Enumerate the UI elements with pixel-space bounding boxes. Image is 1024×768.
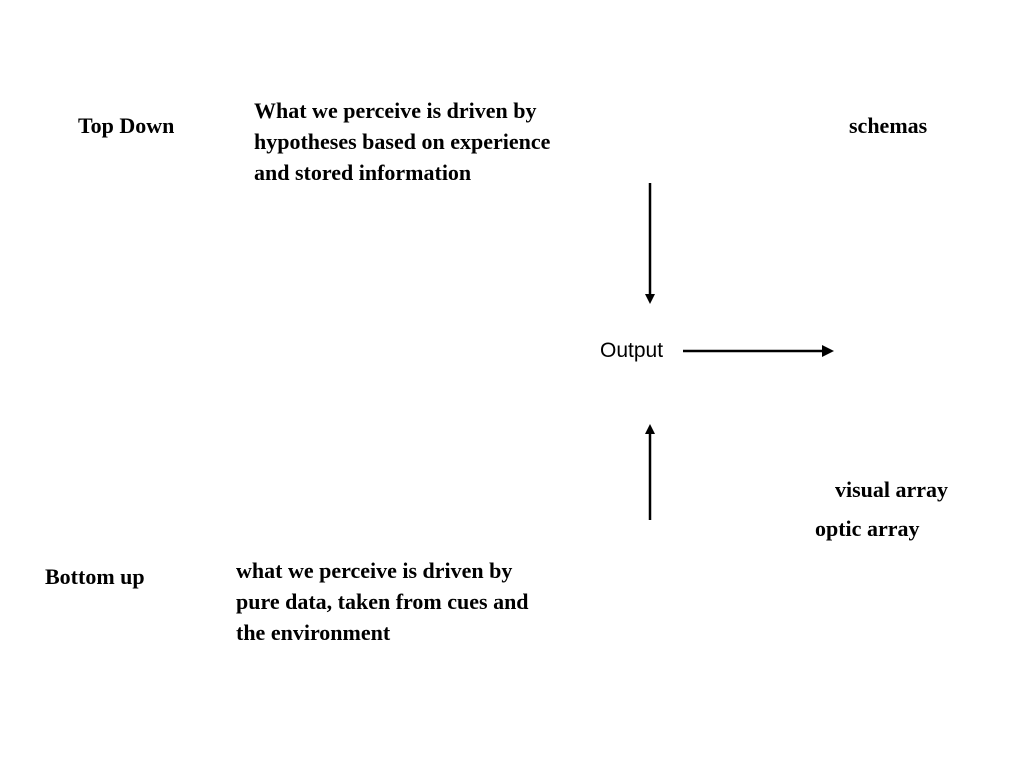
down-arrow	[645, 183, 655, 304]
schemas-label: schemas	[849, 113, 928, 138]
visual-array-label: visual array	[835, 477, 949, 502]
top-down-description-line: hypotheses based on experience	[254, 129, 551, 154]
right-arrow	[683, 345, 834, 357]
top-down-description-line: What we perceive is driven by	[254, 98, 537, 123]
bottom-up-description-line: pure data, taken from cues and	[236, 589, 529, 614]
top-down-description: What we perceive is driven by hypotheses…	[254, 95, 550, 188]
bottom-up-description: what we perceive is driven by pure data,…	[236, 555, 529, 648]
top-down-description-line: and stored information	[254, 160, 472, 185]
output-label: Output	[600, 339, 664, 362]
up-arrow	[645, 424, 655, 520]
bottom-up-description-line: the environment	[236, 620, 391, 645]
bottom-up-label: Bottom up	[45, 564, 145, 589]
top-down-label: Top Down	[78, 113, 175, 138]
bottom-up-description-line: what we perceive is driven by	[236, 558, 513, 583]
optic-array-label: optic array	[815, 516, 920, 541]
